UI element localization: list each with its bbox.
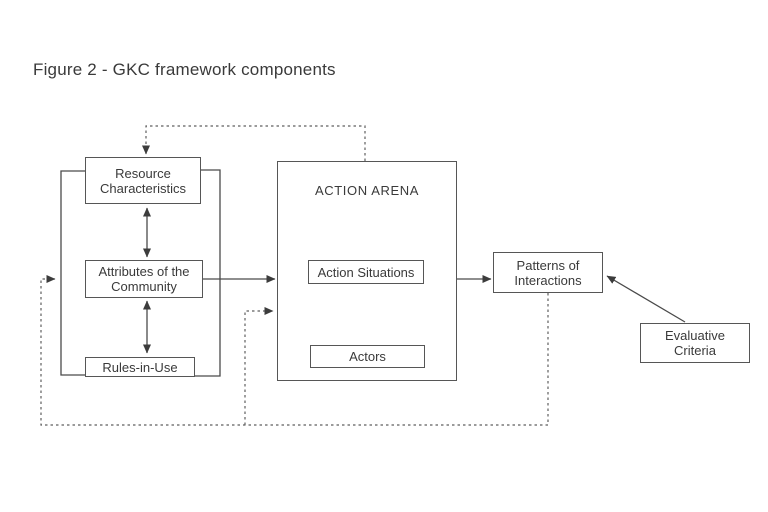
dashed-feedback-patterns-to-left-column xyxy=(40,275,549,426)
dashed-feedback-arena-to-resource xyxy=(142,125,366,161)
box-patterns-of-interactions: Patterns of Interactions xyxy=(493,252,603,293)
patterns-of-interactions-label: Patterns of Interactions xyxy=(514,257,582,288)
box-action-situations: Action Situations xyxy=(308,260,424,284)
figure-caption: Figure 2 - GKC framework components xyxy=(33,60,336,79)
arrow-evaluative-to-patterns xyxy=(606,275,686,323)
box-evaluative-criteria: Evaluative Criteria xyxy=(640,323,750,363)
action-situations-label: Action Situations xyxy=(317,264,415,280)
dashed-feedback-to-action-arena xyxy=(244,307,274,425)
box-actors: Actors xyxy=(310,345,425,368)
rules-in-use-label: Rules-in-Use xyxy=(102,359,178,375)
right-bracket-line xyxy=(195,169,221,377)
box-resource-characteristics: Resource Characteristics xyxy=(85,157,201,204)
box-rules-in-use: Rules-in-Use xyxy=(85,357,195,377)
action-arena-label: ACTION ARENA xyxy=(315,183,419,198)
evaluative-criteria-label: Evaluative Criteria xyxy=(665,328,725,358)
box-attributes-of-community: Attributes of the Community xyxy=(85,260,203,298)
actors-label: Actors xyxy=(349,349,386,364)
resource-characteristics-label: Resource Characteristics xyxy=(100,165,186,196)
attributes-of-community-label: Attributes of the Community xyxy=(98,264,190,294)
left-bracket-line xyxy=(60,170,85,376)
